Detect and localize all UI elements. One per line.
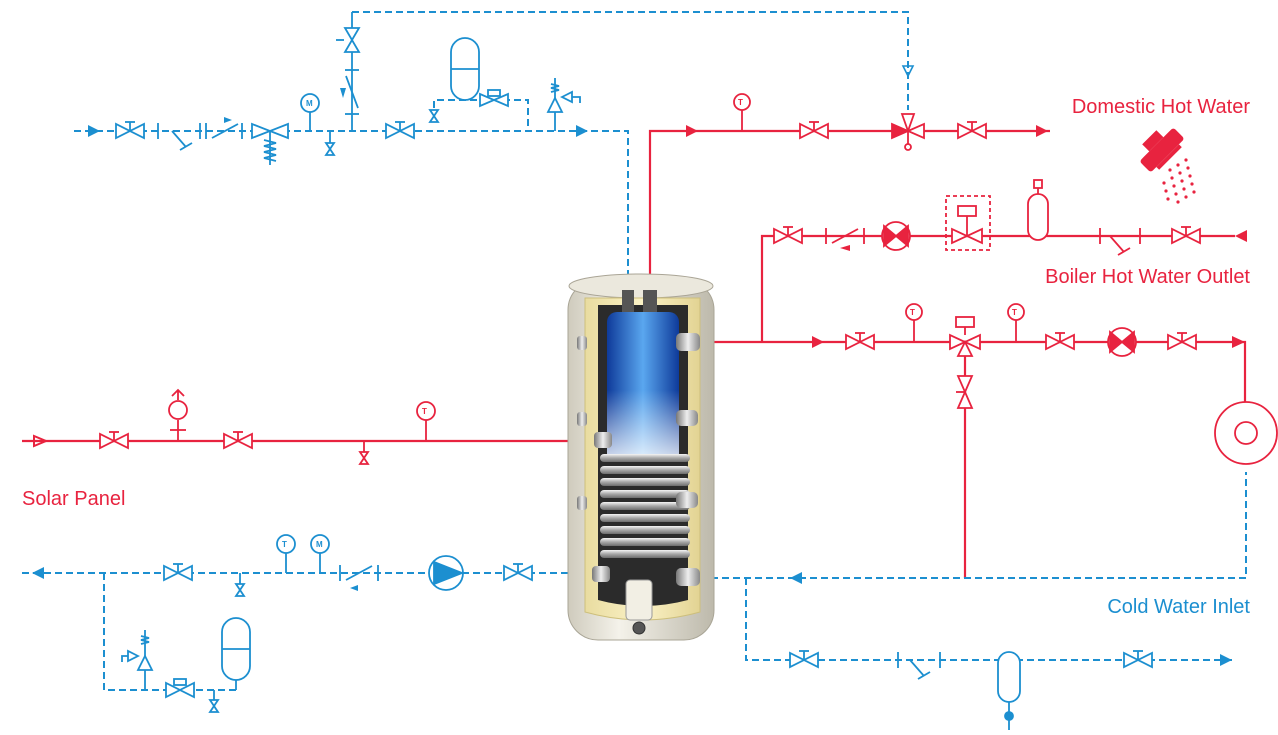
manometer-label: M xyxy=(316,540,323,549)
drain-valve-icon xyxy=(234,573,246,597)
cold-flow-arrows xyxy=(32,65,1232,666)
ball-valve-icon xyxy=(163,563,193,582)
cold-return-components xyxy=(121,534,1153,730)
ball-valve-icon xyxy=(957,121,987,140)
air-vent-icon xyxy=(168,388,188,441)
manometer-gauge-icon xyxy=(300,93,320,131)
ball-valve-icon xyxy=(115,121,145,140)
temperature-gauge-label: T xyxy=(1012,308,1017,317)
temperature-gauge-icon xyxy=(733,93,751,131)
shower-head-icon xyxy=(1140,128,1196,204)
cold-inlet-components xyxy=(115,12,581,165)
cold-return-pipe xyxy=(700,472,1247,579)
cold-branch-down-pipe xyxy=(745,578,1235,661)
ball-valve-icon xyxy=(165,678,195,699)
temperature-gauge-label: T xyxy=(282,540,287,549)
temperature-gauge-icon xyxy=(1007,303,1025,342)
drain-valve-icon xyxy=(428,109,440,123)
manometer-gauge-icon xyxy=(310,534,330,573)
hot-flow-arrows xyxy=(33,125,1247,448)
temperature-gauge-icon xyxy=(276,534,296,573)
y-strainer-icon xyxy=(1099,228,1141,256)
tank-ports xyxy=(577,333,700,586)
safety-relief-valve-icon xyxy=(121,630,154,690)
cold-inlet-top-pipe xyxy=(74,130,629,290)
temperature-gauge-label: T xyxy=(738,98,743,107)
ball-valve-icon xyxy=(385,121,415,140)
temperature-gauge-label: T xyxy=(910,308,915,317)
domestic-hot-water-label: Domestic Hot Water xyxy=(1072,96,1251,118)
boiler-hot-water-outlet-label: Boiler Hot Water Outlet xyxy=(1045,266,1250,288)
boiler-heat-source-icon xyxy=(1214,401,1278,465)
mixing-bypass-pipe xyxy=(352,11,909,110)
solar-panel-label: Solar Panel xyxy=(22,488,125,510)
thermostatic-valve-icon xyxy=(945,195,991,251)
ball-valve-icon xyxy=(789,650,819,669)
drain-valve-icon xyxy=(358,441,370,465)
expansion-vessel-icon xyxy=(1027,179,1049,241)
drain-valve-icon xyxy=(324,131,336,156)
heat-exchanger-coil xyxy=(600,454,690,558)
bypass-loop-pipe xyxy=(103,573,236,691)
ball-valve-icon xyxy=(503,563,533,582)
bypass-valve-icon xyxy=(336,12,361,131)
ball-valve-icon xyxy=(1123,650,1153,669)
ball-valve-icon xyxy=(223,431,253,450)
ball-valve-icon xyxy=(773,226,803,245)
ball-valve-icon xyxy=(956,375,974,409)
drain-valve-icon xyxy=(208,690,220,713)
hot-water-components xyxy=(99,93,1278,465)
ball-valve-icon xyxy=(1045,332,1075,351)
ball-valve-icon xyxy=(1171,226,1201,245)
safety-relief-valve-icon xyxy=(546,78,581,131)
pressure-reducing-valve-icon xyxy=(251,122,289,165)
expansion-vessel-icon xyxy=(450,37,480,101)
expansion-vessel-icon xyxy=(997,651,1021,730)
check-valve-icon xyxy=(205,117,243,139)
three-way-mixing-valve-icon xyxy=(949,316,981,357)
temperature-gauge-label: T xyxy=(422,407,427,416)
circulation-pump-icon xyxy=(428,555,465,591)
ball-valve-icon xyxy=(99,431,129,450)
ball-valve-icon xyxy=(845,332,875,351)
three-way-mixing-valve-icon xyxy=(891,113,925,151)
temperature-gauge-icon xyxy=(905,303,923,342)
circulation-pump-icon xyxy=(881,221,911,251)
expansion-vessel-icon xyxy=(221,617,251,690)
cold-water-inlet-label: Cold Water Inlet xyxy=(1107,596,1250,618)
ball-valve-icon xyxy=(479,89,509,108)
hot-water-storage-tank-icon xyxy=(567,273,715,641)
ball-valve-icon xyxy=(799,121,829,140)
circulation-pump-icon xyxy=(1107,327,1137,357)
check-valve-icon xyxy=(825,228,865,251)
ball-valve-icon xyxy=(1167,332,1197,351)
check-valve-icon xyxy=(339,565,379,591)
boiler-branch-pipe xyxy=(760,234,1235,342)
y-strainer-icon xyxy=(157,123,201,151)
manometer-label: M xyxy=(306,99,313,108)
y-strainer-icon xyxy=(897,652,941,680)
temperature-gauge-icon xyxy=(416,401,436,441)
